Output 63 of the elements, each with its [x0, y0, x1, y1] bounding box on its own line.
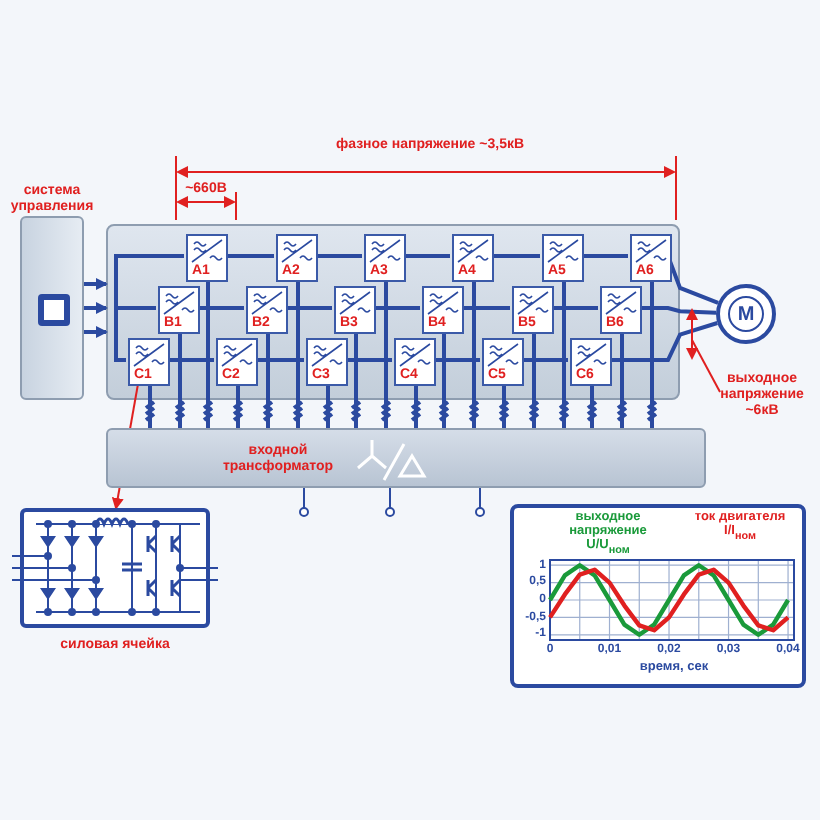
converter-cell	[364, 234, 406, 282]
converter-cell	[394, 338, 436, 386]
connector-line	[316, 254, 362, 258]
converter-cell	[186, 234, 228, 282]
motor-label: M	[728, 296, 764, 332]
converter-cell	[542, 234, 584, 282]
connector-line	[226, 254, 274, 258]
feed-line	[322, 382, 334, 430]
feed-line	[380, 278, 392, 430]
converter-cell	[246, 286, 288, 334]
feed-line	[528, 330, 540, 430]
feed-line	[174, 330, 186, 430]
connector-line	[168, 358, 214, 362]
converter-cell	[276, 234, 318, 282]
converter-cell	[334, 286, 376, 334]
connector-line	[522, 358, 568, 362]
connector-line	[492, 254, 540, 258]
output-line	[610, 321, 718, 362]
connector-line	[346, 358, 392, 362]
feed-line	[232, 382, 244, 430]
bus-line	[114, 254, 184, 310]
arrow	[84, 278, 108, 290]
arrow	[84, 302, 108, 314]
leader-line	[111, 383, 139, 510]
connector-line	[198, 306, 244, 310]
feed-line	[144, 382, 156, 430]
feed-line	[292, 278, 304, 430]
feed-line	[262, 330, 274, 430]
converter-cell	[630, 234, 672, 282]
inverter-panel	[106, 224, 680, 400]
connector-line	[434, 358, 480, 362]
converter-cell	[306, 338, 348, 386]
feed-line	[350, 330, 362, 430]
feed-line	[586, 382, 598, 430]
connector-line	[256, 358, 304, 362]
converter-cell	[158, 286, 200, 334]
connector-line	[374, 306, 420, 310]
connector-line	[404, 254, 450, 258]
connector-line	[552, 306, 598, 310]
transformer-band	[106, 428, 706, 488]
feed-line	[616, 330, 628, 430]
converter-cell	[422, 286, 464, 334]
motor-circle	[716, 284, 776, 344]
connector-line	[582, 254, 628, 258]
feed-line	[498, 382, 510, 430]
converter-cell	[452, 234, 494, 282]
output-line	[640, 306, 717, 315]
connector-line	[286, 306, 332, 310]
feed-line	[438, 330, 450, 430]
feed-line	[646, 278, 658, 430]
feed-line	[558, 278, 570, 430]
feed-line	[202, 278, 214, 430]
converter-cell	[512, 286, 554, 334]
converter-cell	[600, 286, 642, 334]
converter-cell	[216, 338, 258, 386]
connector-line	[462, 306, 510, 310]
arrow	[84, 326, 108, 338]
feed-line	[410, 382, 422, 430]
bus-line	[114, 306, 156, 362]
feed-line	[468, 278, 480, 430]
converter-cell	[570, 338, 612, 386]
converter-cell	[482, 338, 524, 386]
converter-cell	[128, 338, 170, 386]
